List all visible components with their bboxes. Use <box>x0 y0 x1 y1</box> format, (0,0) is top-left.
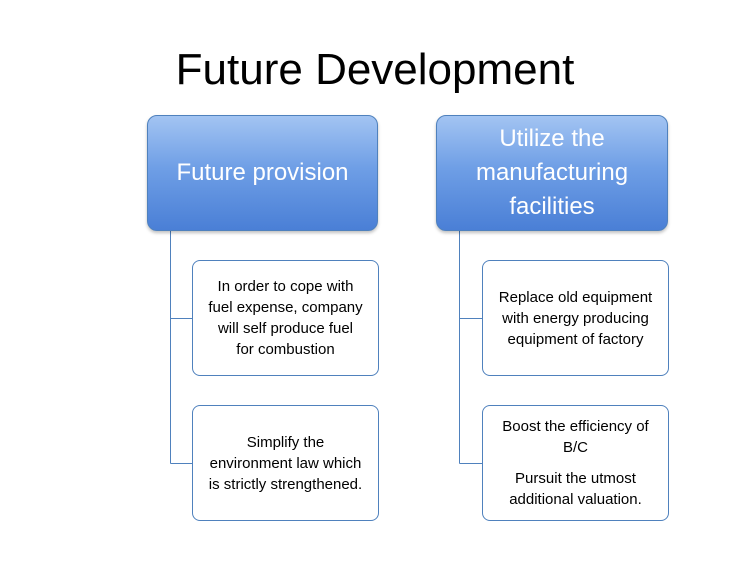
node-replace-old-equipment: Replace old equipment with energy produc… <box>482 260 669 376</box>
node-line: B/C <box>562 439 588 456</box>
node-line: additional valuation. <box>509 491 642 508</box>
node-line: for combustion <box>236 341 335 358</box>
header-line: facilities <box>509 193 595 220</box>
header-utilize-facilities: Utilize the manufacturing facilities <box>436 115 668 231</box>
node-simplify-environment-law: Simplify the environment law which is st… <box>192 405 379 521</box>
header-label: Utilize the manufacturing facilities <box>476 122 628 224</box>
node-line: Boost the efficiency of <box>502 418 649 435</box>
node-line: Pursuit the utmost <box>515 470 636 487</box>
header-label: Future provision <box>176 159 349 186</box>
node-line: is strictly strengthened. <box>208 475 363 493</box>
node-boost-efficiency: Boost the efficiency of B/C Pursuit the … <box>482 405 669 521</box>
node-line: equipment of factory <box>507 330 644 348</box>
header-line: manufacturing <box>475 159 629 186</box>
node-self-produce-fuel: In order to cope with fuel expense, comp… <box>192 260 379 376</box>
node-line: In order to cope with <box>217 278 354 295</box>
slide-title: Future Development <box>175 45 575 94</box>
header-line: Utilize the <box>499 125 605 152</box>
node-line: fuel expense, company <box>208 299 363 316</box>
header-future-provision: Future provision <box>147 115 378 231</box>
node-line: with energy producing <box>502 309 649 327</box>
node-line: Replace old equipment <box>498 288 653 306</box>
node-line: will self produce fuel <box>217 320 354 337</box>
node-line: Simplify the <box>246 433 325 451</box>
node-line: environment law which <box>209 454 362 472</box>
